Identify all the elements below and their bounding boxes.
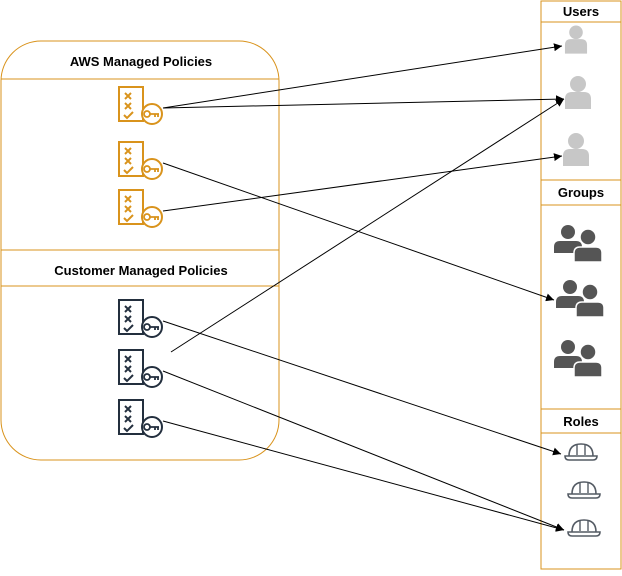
connection-arrow (162, 43, 563, 109)
user-icon (565, 76, 591, 109)
role-helmet-icon (564, 443, 598, 461)
role-helmet-icon (567, 481, 601, 499)
connection-arrow (162, 320, 562, 456)
group-icon (554, 340, 603, 378)
users-title: Users (563, 4, 599, 19)
aws-managed-policy-icon (118, 86, 163, 125)
groups-title: Groups (558, 185, 604, 200)
connection-arrow (162, 95, 565, 109)
customer-managed-policy-icon (118, 349, 163, 388)
connection-arrow (162, 370, 565, 531)
group-icon (556, 280, 605, 318)
group-icon (554, 225, 603, 263)
customer-managed-policy-icon (118, 299, 163, 338)
connection-arrow (162, 153, 563, 212)
connection-arrow (170, 98, 565, 353)
customer-managed-policy-icon (118, 399, 163, 438)
aws-managed-policy-icon (118, 141, 163, 180)
connection-arrow (162, 420, 565, 532)
roles-title: Roles (563, 414, 598, 429)
entities-panel: Users Groups Roles (540, 0, 622, 570)
role-helmet-icon (567, 519, 601, 537)
entities-panel-border (540, 0, 622, 570)
connections (162, 43, 565, 532)
aws-managed-policy-icon (118, 189, 163, 228)
customer-managed-policies-title: Customer Managed Policies (54, 263, 227, 278)
policies-panel: AWS Managed Policies Customer Managed Po… (0, 40, 280, 461)
user-icon (563, 133, 589, 166)
icons (118, 25, 605, 537)
aws-managed-policies-title: AWS Managed Policies (70, 54, 212, 69)
user-icon (564, 25, 588, 54)
